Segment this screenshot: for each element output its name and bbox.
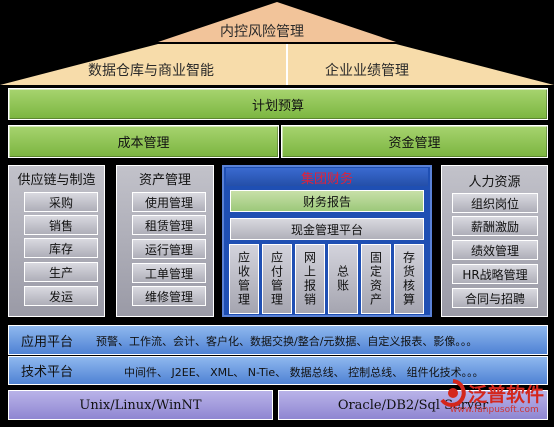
hr-item: 绩效管理 — [452, 240, 538, 260]
supply-item: 采购 — [24, 192, 98, 212]
fund-mgmt-bar: 资金管理 — [281, 125, 548, 158]
asset-item: 工单管理 — [132, 263, 206, 283]
cost-mgmt-label: 成本管理 — [117, 136, 170, 151]
asset-item: 使用管理 — [132, 192, 206, 212]
finance-title: 集团财务 — [226, 168, 428, 187]
hr-item: HR战略管理 — [452, 264, 538, 284]
cost-mgmt-bar: 成本管理 — [8, 125, 279, 158]
supply-item: 销售 — [24, 215, 98, 235]
finance-module: 存货核算 — [394, 244, 424, 314]
db-bar: Oracle/DB2/Sql Server — [278, 390, 548, 420]
plan-budget-label: 计划预算 — [251, 98, 304, 114]
finance-module: 应付管理 — [262, 244, 292, 314]
hr-item: 组织岗位 — [452, 193, 538, 213]
asset-item: 运行管理 — [132, 239, 206, 259]
asset-mgmt-title: 资产管理 — [138, 172, 191, 188]
hr-title: 人力资源 — [468, 174, 521, 190]
cash-platform: 现金管理平台 — [230, 218, 424, 240]
asset-item: 租赁管理 — [132, 215, 206, 235]
plan-budget-bar: 计划预算 — [8, 88, 548, 120]
hr-item: 薪酬激励 — [452, 216, 538, 236]
supply-item: 生产 — [24, 262, 98, 282]
fund-mgmt-label: 资金管理 — [388, 136, 441, 151]
finance-module: 网上报销 — [295, 244, 325, 314]
finance-module: 应收管理 — [229, 244, 259, 314]
asset-item: 维修管理 — [132, 286, 206, 306]
app-platform-bar — [8, 325, 548, 355]
brand-logo-icon — [440, 379, 466, 407]
brand-name: 泛普软件 — [468, 384, 545, 406]
performance-title: 企业业绩管理 — [325, 63, 409, 79]
hr-item: 合同与招聘 — [452, 288, 538, 308]
os-bar: Unix/Linux/WinNT — [8, 390, 273, 420]
supply-item: 库存 — [24, 238, 98, 258]
finance-module: 总账 — [328, 244, 358, 314]
finance-module: 固定资产 — [361, 244, 391, 314]
finance-report: 财务报告 — [230, 190, 424, 212]
tech-platform-bar — [8, 356, 548, 385]
supply-chain-title: 供应链与制造 — [17, 172, 96, 188]
tech-platform-label: 技术平台 — [20, 365, 73, 380]
app-platform-label: 应用平台 — [20, 334, 73, 350]
app-platform-content: 预警、工作流、会计、客户化、数据交换/整合/元数据、自定义报表、影像。。。 — [96, 335, 478, 348]
tech-platform-content: 中间件、 J2EE、 XML、 N-Tie、 数据总线、 控制总线、 组件化技术… — [124, 366, 484, 379]
brand-url: www.fanpusoft.com — [450, 405, 539, 415]
supply-item: 发运 — [24, 286, 98, 306]
risk-mgmt-title: 内控风险管理 — [220, 24, 304, 40]
bi-title: 数据仓库与商业智能 — [88, 63, 214, 79]
roof-graphic — [0, 2, 554, 85]
